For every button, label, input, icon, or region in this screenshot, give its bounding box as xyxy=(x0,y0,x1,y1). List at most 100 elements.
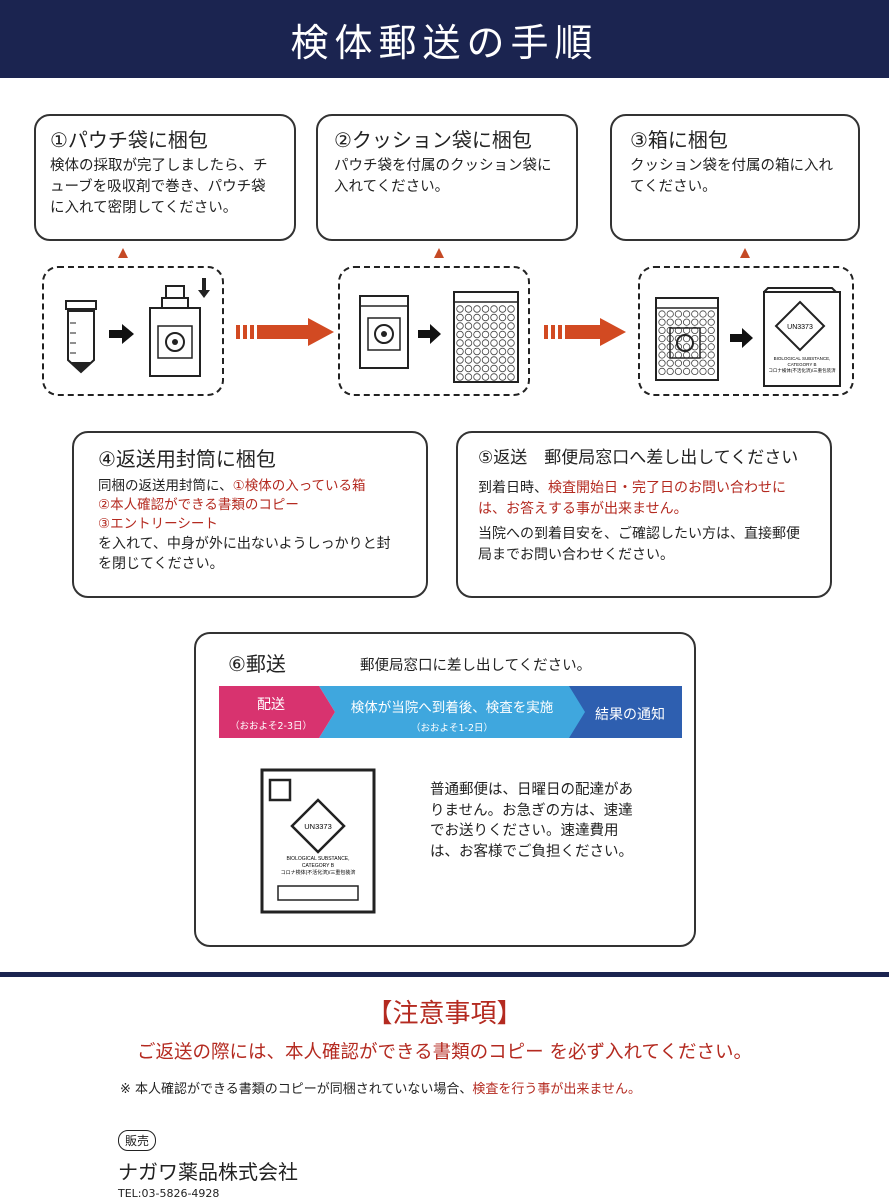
bubble xyxy=(682,318,691,326)
bubble xyxy=(464,305,473,313)
step2-up-arrow-icon xyxy=(434,248,444,258)
illustration-panel-1 xyxy=(42,266,224,396)
bubble xyxy=(490,356,498,364)
bubble xyxy=(658,318,666,326)
step6-note: 普通郵便は、日曜日の配達がありません。お急ぎの方は、速達でお送りください。速達費… xyxy=(430,782,633,860)
step1-up-arrow-icon xyxy=(118,248,128,258)
bubble xyxy=(658,343,666,351)
bubble xyxy=(674,359,683,367)
step4-item3: ③エントリーシート xyxy=(98,516,218,532)
delivery-flow-bar xyxy=(219,686,682,738)
bubble xyxy=(507,364,515,373)
bubble xyxy=(481,356,490,364)
step3-up-arrow-icon xyxy=(740,248,750,258)
bubble xyxy=(481,305,490,313)
bubble xyxy=(473,364,481,373)
flow-stage2-shape xyxy=(319,686,585,738)
bubble xyxy=(481,313,490,322)
flow-arrow-2-icon xyxy=(544,318,626,346)
bubble xyxy=(464,356,473,364)
bubble xyxy=(674,335,683,343)
bubble xyxy=(464,339,473,347)
address-box-icon xyxy=(277,885,359,901)
step3-box: ③箱に梱包 クッション袋を付属の箱に入れてください。 xyxy=(610,114,860,241)
bubble xyxy=(674,367,683,376)
flow-stage3-shape xyxy=(567,686,682,738)
step2-box: ②クッション袋に梱包 パウチ袋を付属のクッション袋に入れてください。 xyxy=(316,114,578,241)
bubble xyxy=(707,310,715,318)
bubble xyxy=(666,310,674,318)
cushion-to-box-illustration: UN3373 BIOLOGICAL SUBSTANCE, CATEGORY B … xyxy=(655,287,841,387)
bubble xyxy=(707,343,715,351)
bubble xyxy=(707,359,715,367)
bubble xyxy=(490,313,498,322)
bubble xyxy=(464,347,473,356)
step4-lead: 同梱の返送用封筒に、①検体の入っている箱 xyxy=(98,477,402,496)
company-tel: TEL:03-5826-4928 xyxy=(118,1187,220,1200)
right-arrow-icon xyxy=(730,328,753,348)
step5-title: ⑤返送 郵便局窓口へ差し出してください xyxy=(478,448,799,468)
bubble xyxy=(666,367,674,376)
bubble xyxy=(707,318,715,326)
bubble xyxy=(674,343,683,351)
bubble xyxy=(666,318,674,326)
bubble xyxy=(498,356,507,364)
envelope-un-label: UN3373 xyxy=(304,822,332,831)
step5-box: ⑤返送 郵便局窓口へ差し出してください 到着日時、検査開始日・完了日のお問い合わ… xyxy=(456,431,832,598)
bubble xyxy=(490,339,498,347)
bubble xyxy=(691,367,699,376)
step4-tail: を入れて、中身が外に出ないようしっかりと封を閉じてください。 xyxy=(98,536,391,572)
bubble xyxy=(473,339,481,347)
notice-sub-red: 検査を行う事が出来ません。 xyxy=(472,1082,642,1097)
bubble xyxy=(490,347,498,356)
bubble xyxy=(473,356,481,364)
bubble-pattern xyxy=(658,310,715,376)
bubble xyxy=(481,373,490,381)
step3-title: ③箱に梱包 xyxy=(630,128,728,152)
bubble xyxy=(456,347,464,356)
flow-stage1-shape xyxy=(219,686,335,738)
flow-stage2-label: 検体が当院へ到着後、検査を実施 xyxy=(350,700,554,716)
tube-to-pouch-illustration xyxy=(65,278,210,377)
bubble xyxy=(699,367,707,376)
bubble xyxy=(691,310,699,318)
envelope-bio-1: BIOLOGICAL SUBSTANCE, xyxy=(286,856,349,862)
bubble xyxy=(682,310,691,318)
down-arrow-icon xyxy=(198,278,210,298)
bubble xyxy=(490,364,498,373)
envelope-bio-2: CATEGORY B xyxy=(302,863,335,869)
step5-text: 当院への到着目安を、ご確認したい方は、直接郵便局までお問い合わせください。 xyxy=(478,526,800,563)
tube-cap-icon xyxy=(65,300,97,310)
step1-box: ①パウチ袋に梱包 検体の採取が完了しましたら、チューブを吸収剤で巻き、パウチ袋に… xyxy=(34,114,296,241)
bubble xyxy=(481,364,490,373)
bubble xyxy=(658,351,666,359)
bio-label-3: コロナ検体(不活化済)/三重包装済 xyxy=(768,367,836,374)
bubble xyxy=(481,339,490,347)
bubble xyxy=(658,335,666,343)
bubble xyxy=(498,330,507,339)
bubble xyxy=(507,313,515,322)
bubble xyxy=(490,322,498,330)
bubble xyxy=(674,318,683,326)
page-title: 検体郵送の手順 xyxy=(290,20,599,65)
bubble xyxy=(658,310,666,318)
notice-title: 【注意事項】 xyxy=(366,999,523,1029)
bubble xyxy=(498,339,507,347)
bubble xyxy=(707,351,715,359)
bubble xyxy=(699,310,707,318)
bubble xyxy=(707,335,715,343)
bubble xyxy=(490,330,498,339)
bubble xyxy=(674,326,683,335)
bubble xyxy=(682,326,691,335)
bubble xyxy=(507,322,515,330)
bubble xyxy=(464,322,473,330)
bubble xyxy=(682,367,691,376)
bubble xyxy=(498,373,507,381)
bubble xyxy=(473,373,481,381)
step4-lead-text: 同梱の返送用封筒に、 xyxy=(98,478,233,494)
seller-badge: 販売 xyxy=(118,1130,157,1151)
bio-label-1: BIOLOGICAL SUBSTANCE, xyxy=(774,356,831,361)
step6-title: ⑥郵送 xyxy=(228,652,286,676)
flow-stage3-label: 結果の通知 xyxy=(595,707,665,723)
flow-stage1-label: 配送 xyxy=(257,697,285,713)
